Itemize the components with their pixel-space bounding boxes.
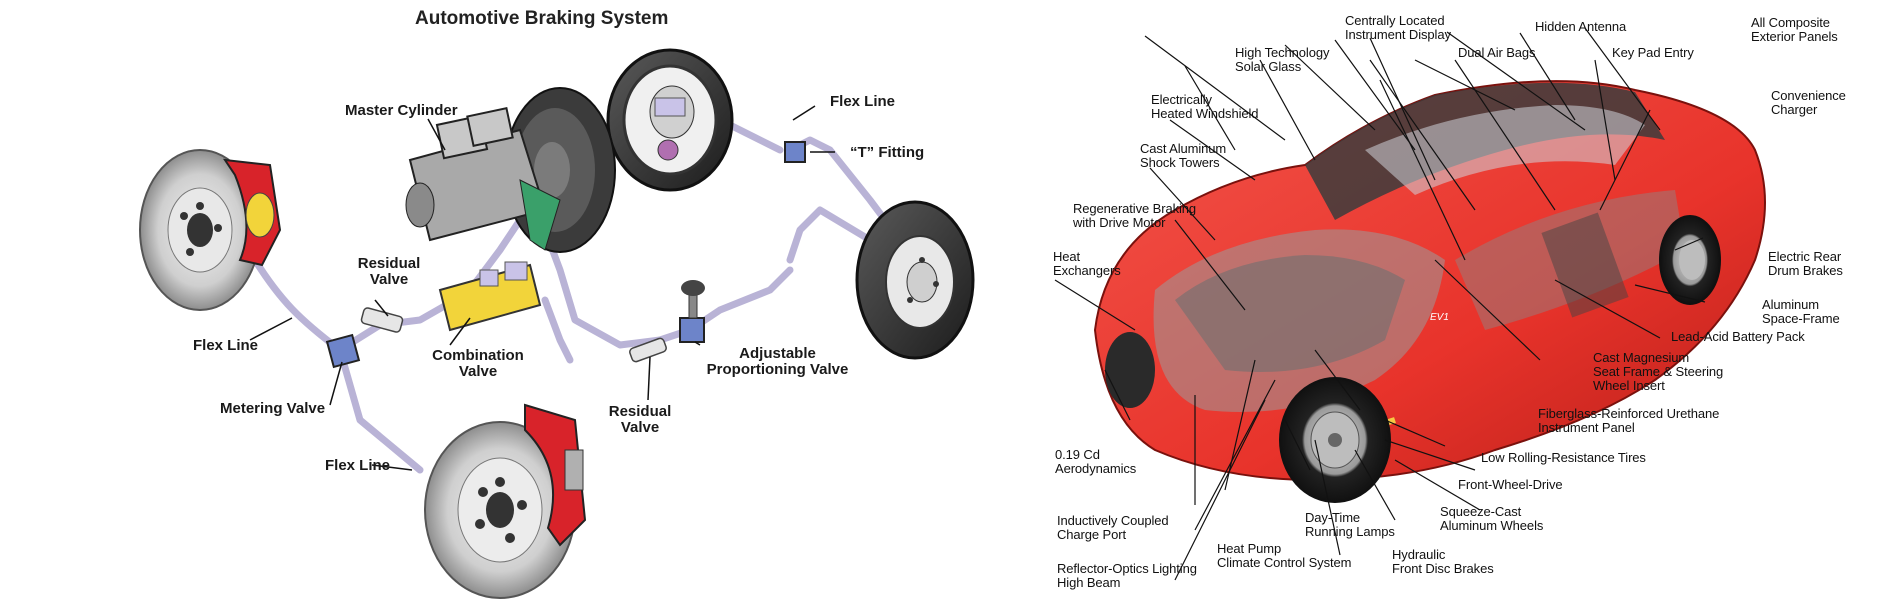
label-aluminum-space-frame: Aluminum Space-Frame	[1762, 297, 1840, 326]
diagram-title: Automotive Braking System	[415, 8, 669, 29]
label-heat-exchangers: Heat Exchangers	[1053, 249, 1121, 278]
front-right-disc-brake	[424, 403, 587, 599]
front-wheel	[1279, 377, 1391, 503]
ev-leader-lines	[1054, 27, 1706, 581]
master-cylinder	[405, 106, 561, 251]
label-adjustable-proportioning-valve: Adjustable Proportioning Valve	[706, 345, 849, 378]
ev1-badge: EV1	[1430, 312, 1449, 323]
adjustable-proportioning-valve	[679, 280, 705, 343]
label-key-pad-entry: Key Pad Entry	[1612, 45, 1694, 60]
ev-cutaway-diagram: EV1	[1035, 0, 1903, 600]
label-residual-valve-left: Residual Valve	[357, 255, 421, 288]
label-residual-valve-right: Residual Valve	[608, 403, 672, 436]
label-shock-towers: Cast Aluminum Shock Towers	[1140, 141, 1227, 170]
metering-valve	[325, 333, 361, 369]
front-left-wheel	[1105, 332, 1155, 408]
label-regenerative-braking: Regenerative Braking with Drive Motor	[1073, 201, 1197, 230]
t-fitting	[784, 141, 806, 163]
label-fiberglass-panel: Fiberglass-Reinforced Urethane Instrumen…	[1538, 406, 1720, 435]
label-high-tech-solar-glass: High Technology Solar Glass	[1235, 45, 1330, 74]
label-dual-air-bags: Dual Air Bags	[1458, 45, 1536, 60]
label-day-time-lamps: Day-Time Running Lamps	[1305, 510, 1395, 539]
rear-left-drum	[855, 200, 975, 360]
rear-wheel	[1659, 215, 1721, 305]
label-low-rolling-tires: Low Rolling-Resistance Tires	[1481, 450, 1646, 465]
label-flex-line-left: Flex Line	[193, 337, 259, 354]
label-aerodynamics: 0.19 Cd Aerodynamics	[1055, 447, 1137, 476]
label-hydraulic-disc-brakes: Hydraulic Front Disc Brakes	[1392, 547, 1494, 576]
ev-cutaway-illustration: EV1	[1054, 27, 1766, 581]
label-electric-rear-drum-brakes: Electric Rear Drum Brakes	[1768, 249, 1843, 278]
label-centrally-located-display: Centrally Located Instrument Display	[1345, 13, 1451, 42]
label-magnesium-seat-frame: Cast Magnesium Seat Frame & Steering Whe…	[1593, 350, 1724, 393]
label-master-cylinder: Master Cylinder	[345, 102, 458, 119]
combination-valve	[438, 261, 542, 332]
front-left-disc-brake	[139, 149, 282, 311]
label-inductive-charge-port: Inductively Coupled Charge Port	[1057, 513, 1169, 542]
label-metering-valve: Metering Valve	[220, 400, 326, 417]
label-squeeze-cast-wheels: Squeeze-Cast Aluminum Wheels	[1440, 504, 1544, 533]
label-front-wheel-drive: Front-Wheel-Drive	[1458, 477, 1563, 492]
label-heat-pump: Heat Pump Climate Control System	[1217, 541, 1352, 570]
label-heated-windshield: Electrically Heated Windshield	[1151, 92, 1259, 121]
braking-system-illustration	[139, 48, 975, 599]
label-all-composite-panels: All Composite Exterior Panels	[1751, 15, 1838, 44]
label-hidden-antenna: Hidden Antenna	[1535, 19, 1627, 34]
label-flex-line-top: Flex Line	[830, 93, 896, 110]
label-combination-valve: Combination Valve	[432, 347, 524, 380]
braking-system-diagram: Automotive Braking System Master Cylinde…	[139, 8, 975, 599]
rear-right-drum-brake	[606, 48, 734, 192]
braking-leader-lines	[249, 105, 835, 471]
label-reflector-optics: Reflector-Optics Lighting High Beam	[1057, 561, 1197, 590]
label-lead-acid-battery: Lead-Acid Battery Pack	[1671, 329, 1805, 344]
label-convenience-charger: Convenience Charger	[1771, 88, 1846, 117]
label-flex-line-bottom: Flex Line	[325, 457, 391, 474]
car-body: EV1	[1093, 80, 1766, 482]
label-t-fitting: “T” Fitting	[850, 144, 925, 161]
